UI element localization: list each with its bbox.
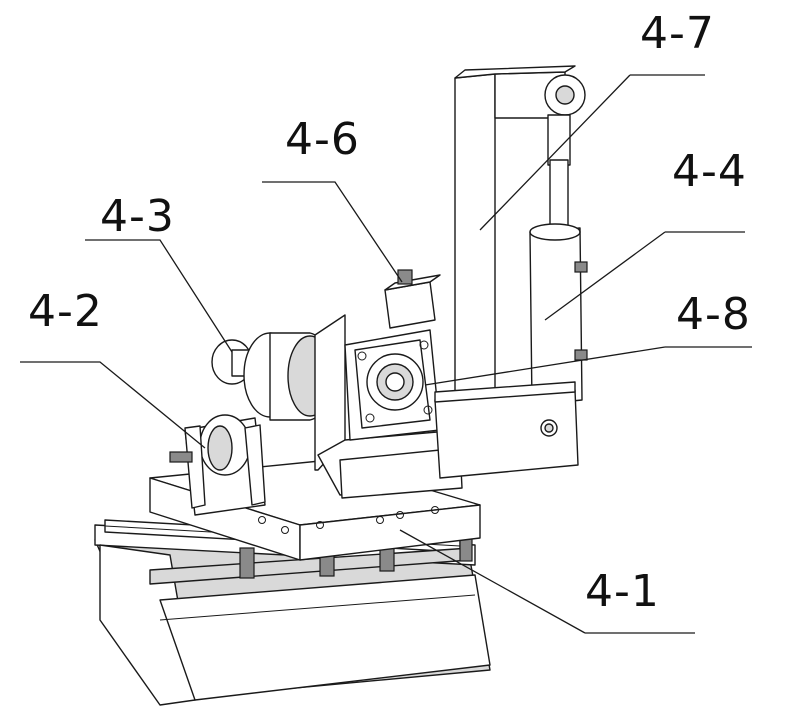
support-arm [454, 65, 586, 393]
mount-plate [434, 381, 579, 479]
callout-4-2: 4-2 [28, 286, 103, 337]
clamp-block [169, 414, 266, 516]
leader-lines [20, 74, 752, 634]
leader-4-1 [399, 529, 695, 634]
cylinder [529, 159, 588, 406]
leader-4-2 [20, 361, 206, 449]
leader-4-7 [479, 74, 705, 231]
callout-4-7: 4-7 [640, 8, 715, 59]
bearing-support [314, 314, 463, 499]
leader-4-4 [544, 231, 745, 321]
callout-4-1: 4-1 [585, 566, 660, 617]
leader-4-3 [85, 239, 233, 353]
leader-4-6 [262, 181, 403, 283]
callout-4-4: 4-4 [672, 146, 747, 197]
callout-4-3: 4-3 [100, 191, 175, 242]
callout-4-8: 4-8 [676, 289, 751, 340]
adjusting-block [384, 269, 441, 329]
callout-4-6: 4-6 [285, 114, 360, 165]
leader-4-8 [424, 346, 752, 386]
